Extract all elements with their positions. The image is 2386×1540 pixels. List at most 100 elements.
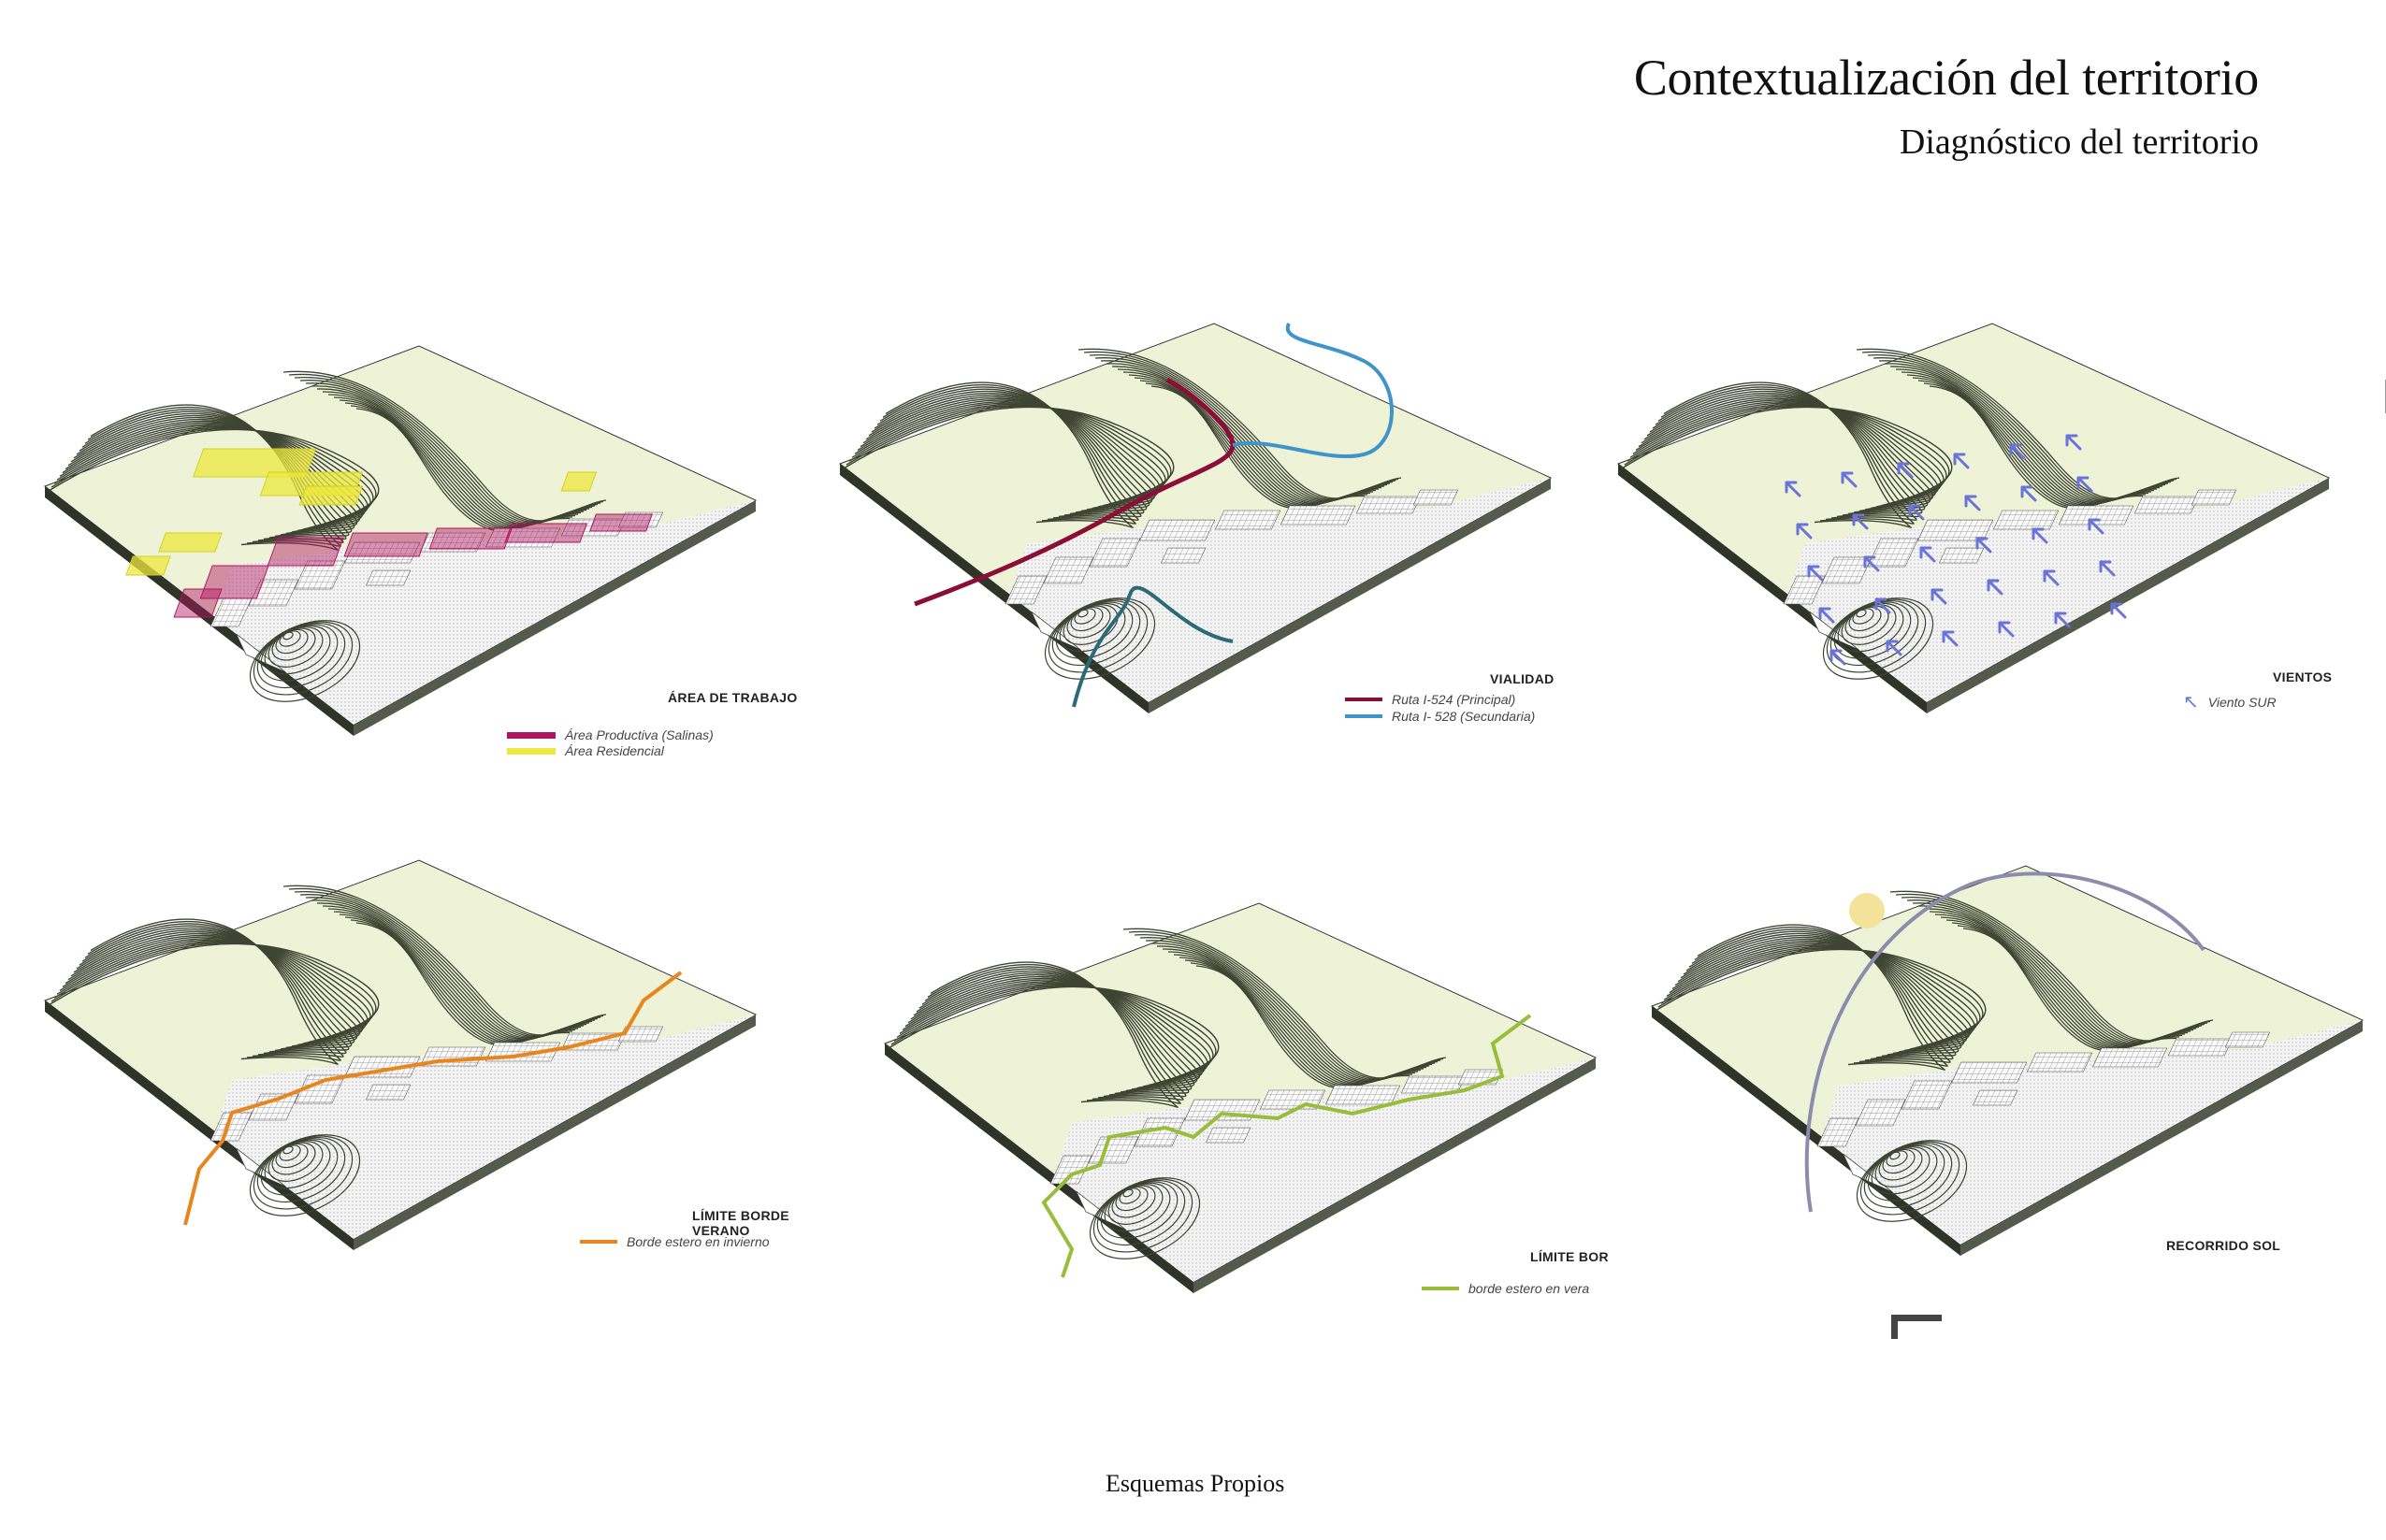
contour-line bbox=[871, 392, 1148, 516]
contour-line bbox=[1150, 385, 1366, 510]
wind-arrow-icon bbox=[1942, 630, 1959, 647]
productive-area bbox=[343, 532, 428, 557]
contour-line bbox=[930, 961, 1179, 1108]
contour-line bbox=[87, 920, 341, 1061]
map-panel-vialidad: VIALIDAD Ruta I-524 (Principal) Ruta I- … bbox=[838, 323, 1607, 791]
contour-line bbox=[1632, 402, 1942, 508]
urban-block bbox=[1951, 1061, 2028, 1084]
block-side bbox=[1193, 1058, 1596, 1293]
block-side bbox=[45, 486, 354, 736]
contour-line bbox=[1683, 934, 1959, 1058]
productive-area bbox=[589, 513, 653, 532]
productive-area bbox=[428, 527, 513, 550]
contour-line bbox=[896, 983, 1211, 1087]
sun-path-arc bbox=[1804, 871, 2205, 1213]
urban-block bbox=[2224, 1031, 2271, 1048]
legend-item-border-winter: borde estero en vera bbox=[1422, 1281, 1589, 1296]
urban-block bbox=[1214, 510, 1281, 530]
panel-label: ÁREA DE TRABAJO bbox=[668, 690, 798, 705]
terrain-map bbox=[1616, 323, 2331, 713]
contour-line bbox=[879, 386, 1139, 521]
contour-line bbox=[53, 426, 374, 527]
page-subtitle: Diagnóstico del territorio bbox=[1899, 122, 2259, 162]
urban-block bbox=[1783, 575, 1826, 605]
urban-block bbox=[1089, 538, 1141, 568]
terrain-map bbox=[883, 902, 1598, 1293]
legend-swatch bbox=[1422, 1287, 1459, 1290]
urban-block bbox=[1412, 489, 1459, 506]
legend-swatch bbox=[1345, 714, 1382, 718]
contour-line bbox=[902, 981, 1206, 1089]
contour-line bbox=[1663, 381, 1912, 528]
contour-line bbox=[70, 932, 357, 1050]
urban-block bbox=[1005, 575, 1048, 605]
contour-line bbox=[893, 984, 1214, 1085]
contour-line bbox=[1660, 946, 1981, 1047]
panel-label: LÍMITE BOR bbox=[1530, 1249, 1609, 1264]
urban-block bbox=[1917, 519, 1994, 541]
contour-line bbox=[913, 974, 1195, 1095]
urban-block bbox=[2167, 1038, 2234, 1057]
residential-area bbox=[158, 532, 223, 553]
wind-arrow-icon bbox=[1841, 471, 1858, 488]
wind-arrow-icon bbox=[2065, 434, 2082, 451]
map-panel-limite-invierno: LÍMITE BOR borde estero en vera bbox=[883, 902, 1659, 1371]
legend-swatch bbox=[507, 747, 556, 755]
map-panel-limite-verano: LÍMITE BORDE VERANO Borde estero en invi… bbox=[43, 859, 812, 1328]
terrain-map bbox=[838, 323, 1553, 713]
contour-line bbox=[927, 963, 1181, 1104]
wind-arrow-icon bbox=[1785, 481, 1801, 497]
urban-block bbox=[1160, 547, 1207, 564]
block-side bbox=[840, 464, 1149, 713]
wind-arrow-icon bbox=[1807, 565, 1824, 582]
contour-line bbox=[1694, 926, 1948, 1067]
panel-label: VIALIDAD bbox=[1490, 671, 1555, 686]
block-side bbox=[1149, 478, 1551, 713]
contour-line bbox=[59, 939, 369, 1044]
contour-line bbox=[1856, 1140, 1968, 1222]
wind-arrow-icon bbox=[1908, 504, 1925, 521]
contour-line bbox=[67, 934, 361, 1049]
productive-area bbox=[199, 565, 269, 599]
contour-line bbox=[65, 936, 364, 1047]
urban-block bbox=[1816, 1117, 1859, 1147]
contour-line bbox=[1666, 944, 1975, 1050]
contour-line bbox=[1962, 928, 2177, 1052]
urban-block bbox=[1821, 556, 1873, 584]
urban-block bbox=[2133, 496, 2200, 514]
page-title: Contextualización del territorio bbox=[1633, 50, 2259, 106]
legend-item-wind: ↖ Viento SUR bbox=[2183, 692, 2277, 712]
wind-arrow-icon bbox=[2076, 476, 2093, 493]
contour-line bbox=[868, 395, 1150, 515]
urban-block bbox=[1280, 505, 1356, 525]
panel-label: VIENTOS bbox=[2273, 669, 2333, 684]
legend-item-border-summer: Borde estero en invierno bbox=[580, 1234, 770, 1249]
contour-line bbox=[1691, 928, 1951, 1063]
terrain-map bbox=[43, 345, 758, 736]
contour-line bbox=[1660, 383, 1915, 525]
urban-block bbox=[1972, 1089, 2018, 1106]
contour-line bbox=[1646, 395, 1929, 515]
contour-line bbox=[882, 383, 1136, 525]
contour-line bbox=[865, 396, 1152, 513]
wind-arrow-icon bbox=[1998, 621, 2015, 638]
wind-arrow-icon bbox=[2099, 560, 2116, 577]
wind-arrow-icon bbox=[1987, 579, 2003, 596]
urban-block bbox=[419, 532, 486, 553]
contour-line bbox=[62, 938, 366, 1046]
contour-line bbox=[1657, 386, 1917, 521]
urban-block bbox=[1901, 1080, 1953, 1110]
wind-arrow-icon bbox=[1897, 462, 1914, 479]
urban-block bbox=[1855, 1099, 1906, 1127]
urban-block bbox=[1938, 547, 1985, 564]
urban-block bbox=[365, 1084, 412, 1101]
wind-arrow-icon bbox=[1874, 597, 1891, 614]
contour-line bbox=[355, 922, 571, 1046]
terrain-map bbox=[1650, 865, 2364, 1256]
block-side bbox=[1960, 1020, 2363, 1256]
contour-line bbox=[1674, 940, 1968, 1055]
contour-line bbox=[90, 918, 339, 1065]
urban-block bbox=[1043, 556, 1094, 584]
productive-area bbox=[504, 523, 587, 543]
urban-block bbox=[294, 560, 346, 590]
